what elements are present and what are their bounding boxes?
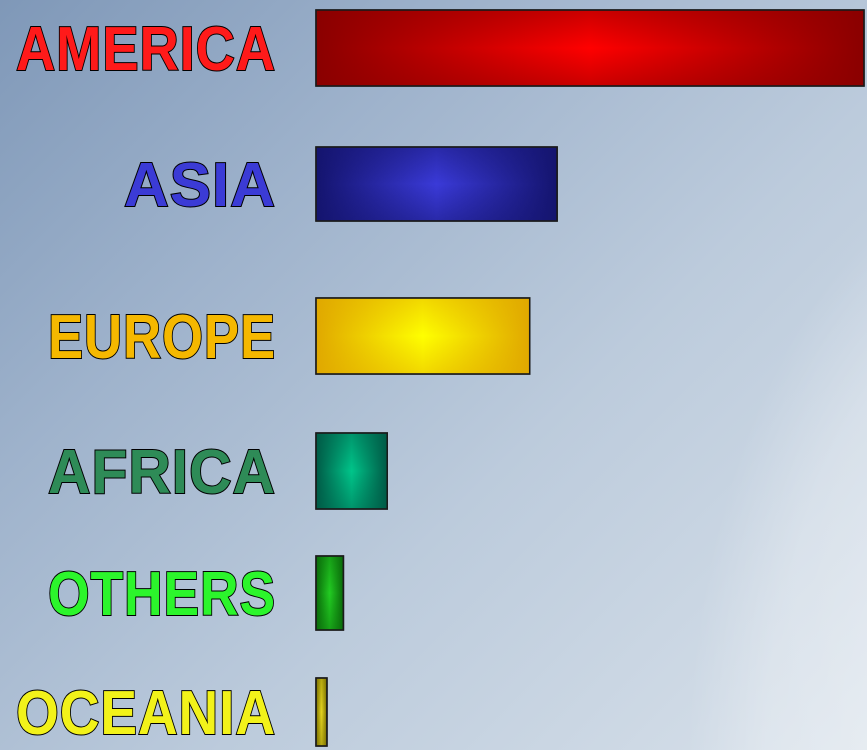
bar-shade-africa bbox=[315, 432, 388, 510]
bar-shade-oceania bbox=[315, 677, 328, 747]
category-label-oceania: OCEANIA bbox=[16, 679, 276, 748]
category-label-africa: AFRICA bbox=[48, 438, 276, 507]
category-label-america: AMERICA bbox=[16, 15, 276, 84]
bars-layer bbox=[315, 9, 865, 747]
bar-shade-others bbox=[315, 555, 345, 631]
category-labels: AMERICA ASIA EUROPE AFRICA OTHERS OCEANIA bbox=[15, 14, 276, 749]
category-label-asia: ASIA bbox=[124, 151, 276, 220]
bar-shade-america bbox=[315, 9, 865, 87]
bar-shade-europe bbox=[315, 297, 531, 375]
bar-shade-asia bbox=[315, 146, 558, 222]
category-label-others: OTHERS bbox=[48, 560, 276, 629]
category-label-europe: EUROPE bbox=[48, 303, 276, 372]
